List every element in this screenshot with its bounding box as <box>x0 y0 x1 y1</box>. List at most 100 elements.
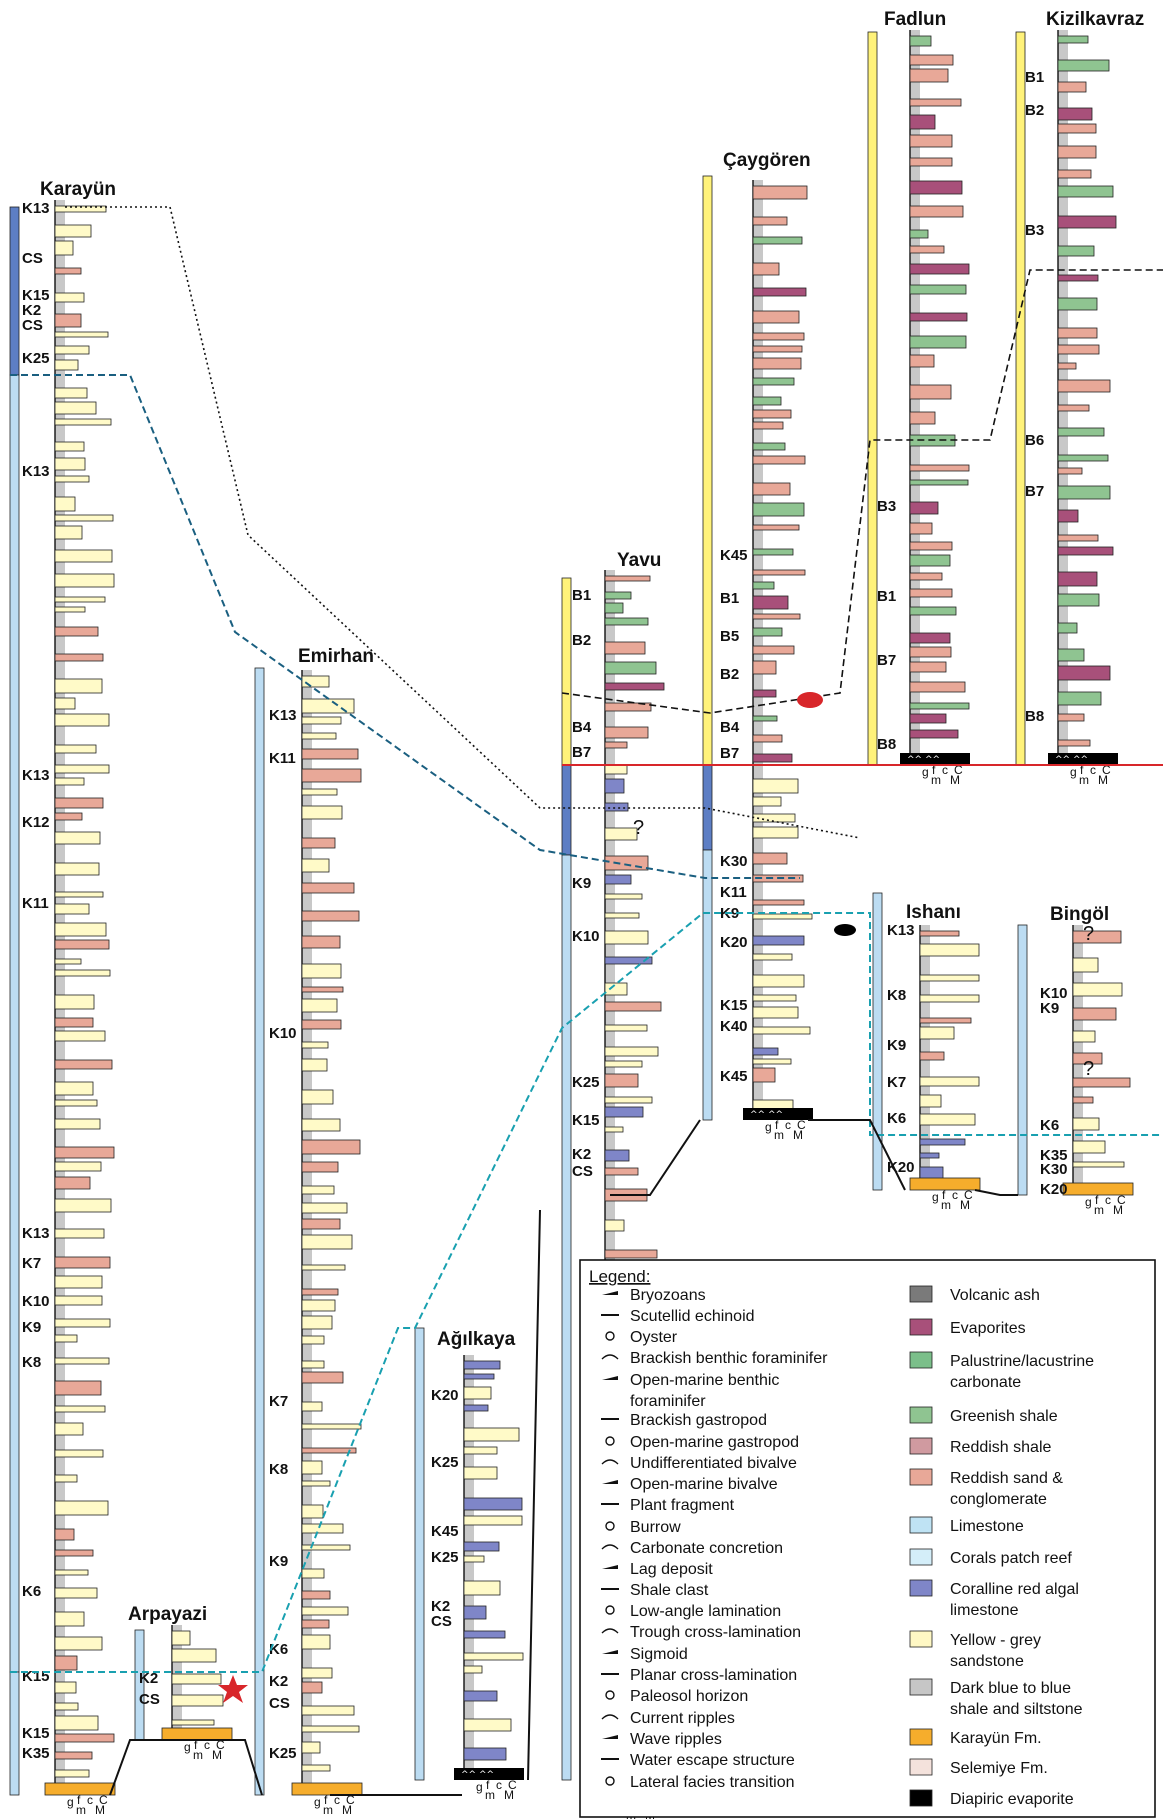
blue-dashed-correlation <box>10 375 800 878</box>
unit-label: B6 <box>1025 432 1044 449</box>
bed <box>55 892 103 897</box>
bed <box>753 1048 778 1055</box>
unit-label: K13 <box>887 922 915 939</box>
bed <box>605 875 631 884</box>
bed <box>910 662 946 672</box>
bed <box>753 422 783 429</box>
unit-label: B4 <box>720 719 740 736</box>
bed <box>1058 405 1089 411</box>
bed <box>55 813 82 820</box>
bed <box>464 1498 522 1510</box>
unit-label: K10 <box>22 1293 50 1310</box>
bed <box>753 614 800 619</box>
bed <box>55 1177 90 1189</box>
bed <box>1073 1162 1124 1167</box>
bed <box>910 555 950 566</box>
unit-label: K15 <box>572 1112 600 1129</box>
bed <box>302 1481 330 1486</box>
bed <box>920 1095 941 1107</box>
bed <box>55 714 109 726</box>
question-mark: ? <box>1083 923 1094 945</box>
legend-symbol-label: Plant fragment <box>630 1497 735 1514</box>
unit-label: K13 <box>22 767 50 784</box>
unit-label: K6 <box>1040 1117 1059 1134</box>
unit-label: B7 <box>572 744 591 761</box>
bed <box>55 388 87 398</box>
bed <box>302 769 361 782</box>
bed <box>910 714 946 723</box>
sequence-bar <box>1018 925 1027 1195</box>
legend-swatch <box>910 1549 932 1565</box>
legend-symbol-label: Lag deposit <box>630 1561 713 1578</box>
bed <box>1058 246 1094 256</box>
bed <box>55 832 100 844</box>
bed <box>1058 740 1090 746</box>
bed <box>753 410 791 418</box>
unit-label: K13 <box>269 707 297 724</box>
bed <box>910 355 934 367</box>
bed <box>753 237 802 244</box>
section-title: Ishanı <box>906 902 961 923</box>
bed <box>605 983 627 995</box>
section-2: gfcCmMK13K11K10K7K8K9K6K2CSK25 <box>269 670 362 1817</box>
bed <box>55 798 103 808</box>
legend-lithology-label: Palustrine/lacustrine <box>950 1353 1094 1370</box>
section-title: Fadlun <box>884 9 946 30</box>
bed <box>1073 1097 1093 1103</box>
bed <box>55 1475 77 1482</box>
bed <box>55 241 73 255</box>
grain-size-scale-label: c <box>87 1793 93 1807</box>
grain-size-scale-label: M <box>342 1803 352 1817</box>
bed <box>302 999 337 1012</box>
bed <box>753 914 812 919</box>
bed <box>910 55 953 65</box>
legend-symbol-label: Brackish benthic foraminifer <box>630 1350 828 1367</box>
sequence-bar <box>868 32 877 765</box>
bed <box>605 603 623 613</box>
bed <box>55 1406 105 1412</box>
bed <box>302 1265 345 1270</box>
bed <box>464 1387 491 1399</box>
unit-label: K10 <box>572 928 600 945</box>
legend-symbol-label: Scutellid echinoid <box>630 1308 755 1325</box>
bed <box>753 333 804 340</box>
bed <box>1058 666 1110 680</box>
bed <box>55 1100 97 1106</box>
bed <box>753 779 798 793</box>
bed <box>302 1461 322 1474</box>
bed <box>464 1606 486 1619</box>
legend-symbol-label: Paleosol horizon <box>630 1688 748 1705</box>
bed <box>55 515 113 521</box>
legend-symbol-label: Trough cross-lamination <box>630 1624 801 1641</box>
unit-label: K15 <box>22 1725 50 1742</box>
bed <box>605 803 628 811</box>
bed <box>55 940 109 949</box>
bed <box>302 859 329 872</box>
legend-lithology-label: Corals patch reef <box>950 1550 1072 1567</box>
section-title: Arpayazi <box>128 1604 207 1625</box>
unit-label: B1 <box>720 590 739 607</box>
unit-label: K20 <box>431 1387 459 1404</box>
bed <box>910 69 948 82</box>
bed <box>172 1720 214 1725</box>
unit-label: K25 <box>572 1074 600 1091</box>
bed <box>55 1450 103 1457</box>
legend-symbol-label: Open-marine benthic <box>630 1372 779 1389</box>
section-3: ^^ ^^gfcCmMK20K25K45K25K2CS <box>431 1355 524 1802</box>
bed <box>910 206 963 217</box>
bed <box>910 607 956 615</box>
bed <box>1058 82 1086 92</box>
bed <box>910 412 935 424</box>
unit-label: K7 <box>887 1074 906 1091</box>
bed <box>753 397 781 405</box>
bed <box>910 682 965 692</box>
bed <box>910 465 969 471</box>
legend-lithology-label: Dark blue to blue <box>950 1680 1071 1697</box>
bed <box>302 1186 334 1194</box>
grain-size-scale-label: M <box>793 1128 803 1142</box>
grain-size-scale-label: m <box>774 1128 784 1142</box>
legend-swatch <box>910 1286 932 1302</box>
bed <box>753 346 802 352</box>
bed <box>55 1529 74 1540</box>
